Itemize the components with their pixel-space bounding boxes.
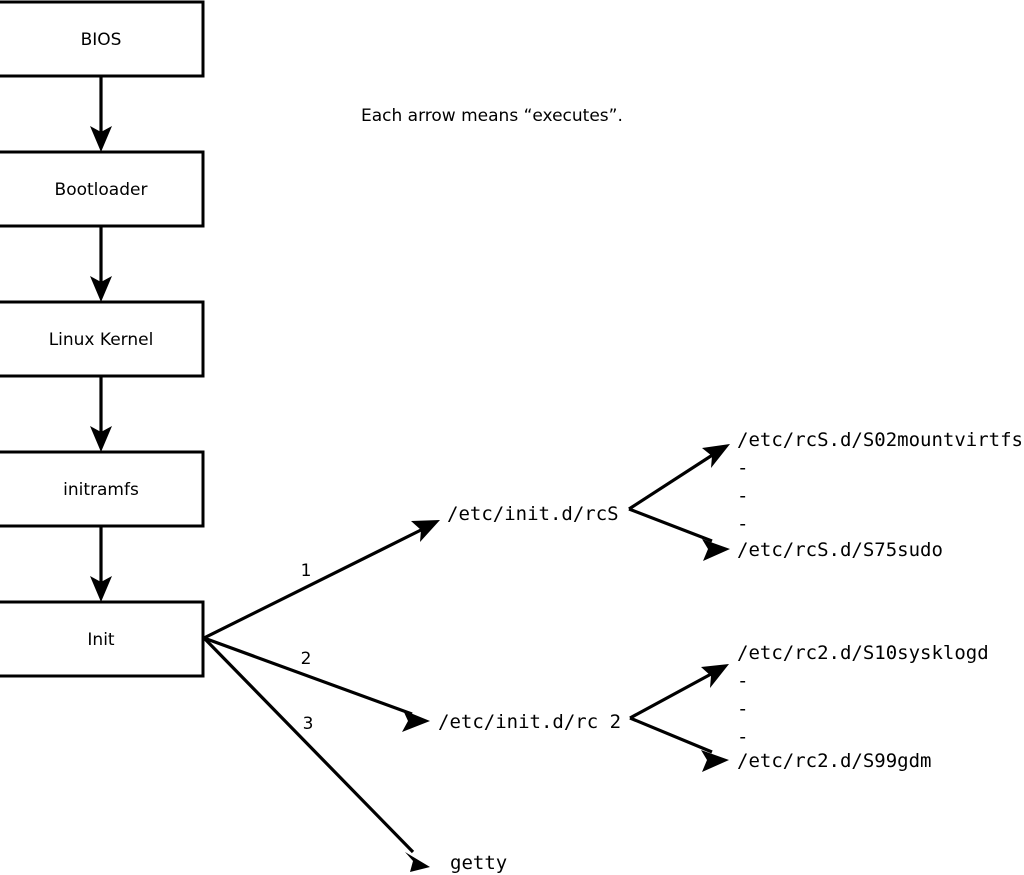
arrow-rc2-to-first-script <box>629 664 729 720</box>
rc2-ellipsis-dash-2: - <box>737 698 748 720</box>
arrow-initramfs-to-init <box>90 526 112 602</box>
arrow-init-branch-1 <box>203 520 440 640</box>
init-box-rect <box>0 600 205 678</box>
rcs-last-script-label: /etc/rcS.d/S75sudo <box>737 539 943 561</box>
rc2-last-script-label: /etc/rc2.d/S99gdm <box>737 750 931 772</box>
stack-box-init[interactable]: Init <box>0 600 205 678</box>
initramfs-box-label: initramfs <box>63 480 139 500</box>
branch-1-target-label: /etc/init.d/rcS <box>447 503 619 525</box>
rc2-first-script-label: /etc/rc2.d/S10sysklogd <box>737 642 989 664</box>
arrow-bios-to-bootloader <box>90 76 112 152</box>
branch-3-target-label: getty <box>450 852 507 874</box>
branch-1-number: 1 <box>301 561 312 581</box>
diagram-caption: Each arrow means “executes”. <box>361 106 623 126</box>
linux-kernel-box-label: Linux Kernel <box>49 330 154 350</box>
init-box-label: Init <box>87 630 115 650</box>
arrow-rcs-to-last-script <box>628 507 730 561</box>
branch-3-number: 3 <box>303 714 314 734</box>
rcs-ellipsis-dash-2: - <box>737 485 748 507</box>
stack-box-initramfs[interactable]: initramfs <box>0 450 205 528</box>
bootloader-box-label: Bootloader <box>55 180 148 200</box>
arrow-rcs-to-first-script <box>628 444 730 511</box>
arrow-bootloader-to-kernel <box>90 226 112 302</box>
branch-2-number: 2 <box>301 649 312 669</box>
linux-kernel-box-rect <box>0 300 205 378</box>
rcs-ellipsis-dash-1: - <box>737 457 748 479</box>
bios-box-label: BIOS <box>81 30 122 50</box>
arrow-rc2-to-last-script <box>629 716 729 772</box>
arrow-init-branch-2 <box>203 636 430 732</box>
stack-box-linux-kernel[interactable]: Linux Kernel <box>0 300 205 378</box>
rc2-ellipsis-dash-3: - <box>737 726 748 748</box>
stack-box-bootloader[interactable]: Bootloader <box>0 150 205 228</box>
bootloader-box-rect <box>0 150 205 228</box>
stack-box-bios[interactable]: BIOS <box>0 0 205 78</box>
rc2-ellipsis-dash-1: - <box>737 670 748 692</box>
bios-box-rect <box>0 0 205 78</box>
rcs-first-script-label: /etc/rcS.d/S02mountvirtfs <box>737 429 1023 451</box>
branch-2-target-label: /etc/init.d/rc 2 <box>438 711 621 733</box>
initramfs-box-rect <box>0 450 205 528</box>
arrow-init-branch-3 <box>202 636 430 872</box>
rcs-ellipsis-dash-3: - <box>737 513 748 535</box>
arrow-kernel-to-initramfs <box>90 376 112 452</box>
